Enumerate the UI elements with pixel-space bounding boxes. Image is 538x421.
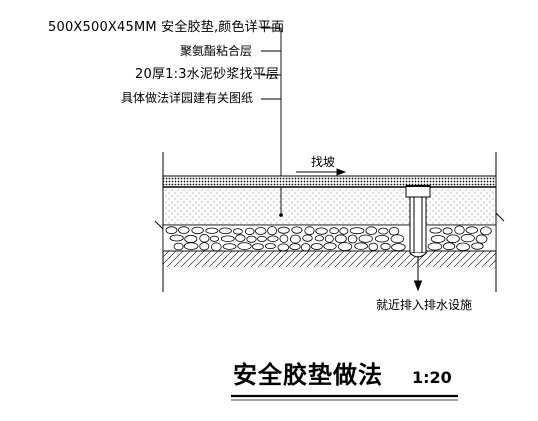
gravel-pebble xyxy=(442,227,453,235)
gravel-pebble xyxy=(334,234,347,244)
gravel-pebble xyxy=(329,227,339,235)
callout-text-adhesive: 聚氨酯粘合层 xyxy=(180,44,253,58)
drawing-title: 安全胶垫做法 xyxy=(233,361,383,389)
gravel-pebble xyxy=(358,234,373,243)
gravel-pebble xyxy=(257,235,267,242)
gravel-pebble xyxy=(302,234,313,242)
gravel-pebble xyxy=(480,226,492,236)
gravel-pebble xyxy=(365,226,378,236)
gravel-pebble xyxy=(165,226,178,235)
gravel-pebble xyxy=(279,234,289,243)
gravel-pebble xyxy=(374,234,390,243)
soil-layer xyxy=(163,250,496,267)
gravel-pebble xyxy=(465,226,479,234)
gravel-pebble xyxy=(310,243,323,250)
gravel-pebble xyxy=(378,227,389,235)
gravel-pebble xyxy=(218,227,232,235)
callout-text-reference: 具体做法详园建有关图纸 xyxy=(121,91,254,105)
gravel-pebble xyxy=(235,234,246,242)
gravel-pebble xyxy=(323,242,337,251)
gravel-pebble xyxy=(267,226,278,236)
gravel-pebble xyxy=(446,234,460,244)
gravel-pebble xyxy=(291,226,303,234)
gravel-pebble xyxy=(251,243,264,251)
gravel-pebble xyxy=(427,242,443,251)
gravel-pebble xyxy=(324,234,334,243)
gravel-pebble xyxy=(339,227,349,235)
gravel-pebble xyxy=(178,226,190,234)
drain-pipe xyxy=(405,185,431,292)
gravel-pebble xyxy=(191,226,204,235)
callout-text-mortar: 20厚1:3水泥砂浆找平层 xyxy=(135,67,280,82)
gravel-pebble xyxy=(314,235,324,242)
gravel-pebble xyxy=(315,227,328,235)
gravel-pebble xyxy=(267,235,279,242)
gravel-pebble xyxy=(471,242,484,250)
callout-text-safety-mat: 500X500X45MM 安全胶垫,颜色详平面 xyxy=(48,20,285,35)
gravel-pebble xyxy=(264,243,276,250)
gravel-pebble xyxy=(354,242,368,250)
gravel-pebble xyxy=(380,242,391,251)
gravel-pebble xyxy=(442,242,456,251)
gravel-pebble xyxy=(199,234,210,243)
gravel-pebble xyxy=(246,235,257,243)
gravel-pebble xyxy=(173,242,184,251)
gravel-pebble xyxy=(169,234,184,242)
gravel-pebble xyxy=(347,234,358,244)
gravel-layer xyxy=(162,224,497,252)
drain-label: 就近排入排水设施 xyxy=(376,298,473,312)
gravel-pebble xyxy=(430,235,446,243)
gravel-pebble xyxy=(220,235,235,242)
gravel-pebble xyxy=(232,228,243,235)
gravel-pebble xyxy=(454,225,465,235)
gravel-pebble xyxy=(289,234,301,244)
rubber-layer xyxy=(162,175,497,188)
gravel-pebble xyxy=(183,242,199,250)
gravel-pebble xyxy=(237,242,252,251)
mortar-layer xyxy=(162,186,497,226)
title-underline xyxy=(231,394,458,401)
gravel-pebble xyxy=(244,227,255,236)
gravel-pebble xyxy=(255,227,267,235)
gravel-pebble xyxy=(209,235,219,242)
gravel-pebble xyxy=(289,243,301,251)
slope-label: 找坡 xyxy=(311,155,336,169)
slope-arrow xyxy=(296,168,347,176)
gravel-pebble xyxy=(277,226,290,234)
gravel-pebble xyxy=(460,233,475,243)
gravel-pebble xyxy=(429,227,442,234)
gravel-pebble xyxy=(205,227,219,234)
drawing-scale: 1:20 xyxy=(412,368,452,387)
gravel-pebble xyxy=(349,227,365,235)
gravel-pebble xyxy=(475,234,488,244)
gravel-pebble xyxy=(199,242,210,251)
gravel-pebble xyxy=(304,226,315,236)
gravel-pebble xyxy=(222,243,237,250)
gravel-pebble xyxy=(390,234,405,244)
